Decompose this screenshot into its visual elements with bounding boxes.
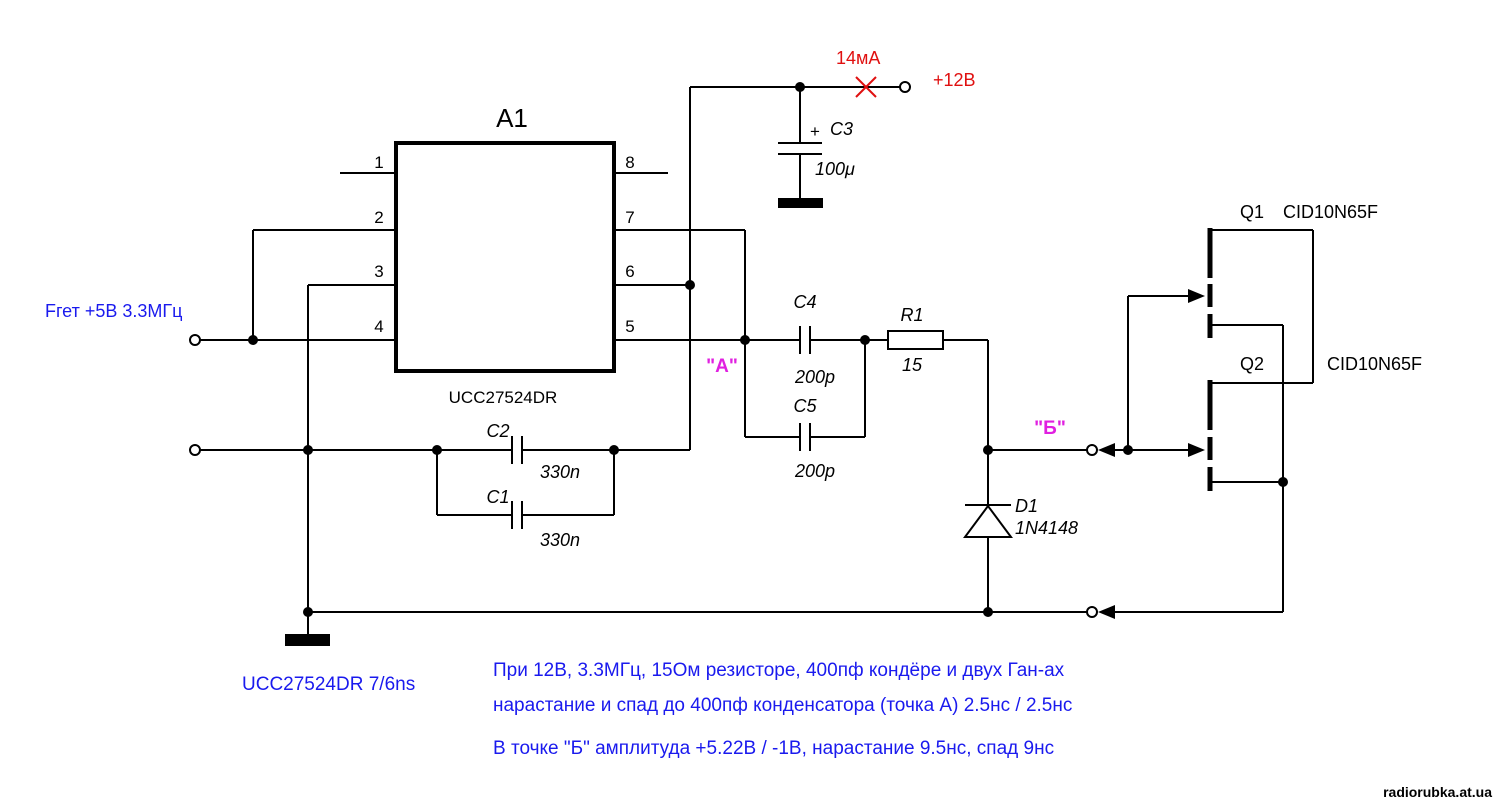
ic-body — [394, 141, 616, 373]
r1-ref-label: R1 — [900, 305, 923, 325]
ic-ref-label: A1 — [496, 103, 528, 133]
q1-ref-label: Q1 — [1240, 202, 1264, 222]
c2-value-label: 330n — [540, 462, 580, 482]
junction-c4-r1 — [860, 335, 870, 345]
junction-gnd-left — [303, 445, 313, 455]
current-break-mark-b — [855, 76, 877, 98]
gnd-terminal-left — [189, 444, 201, 456]
gate-terminal-arrow — [1098, 443, 1115, 457]
r1-body — [887, 330, 944, 350]
c1-ref-label: C1 — [486, 487, 509, 507]
source-return-terminal — [1086, 606, 1098, 618]
source-return-arrow — [1098, 605, 1115, 619]
q2-ref-label: Q2 — [1240, 354, 1264, 374]
gate-terminal — [1086, 444, 1098, 456]
driver-timing-note: UCC27524DR 7/6ns — [242, 674, 415, 695]
point-b-label: "Б" — [1034, 418, 1066, 439]
supply-terminal — [899, 81, 911, 93]
q1-gate-arrow — [1188, 289, 1205, 303]
c3-polarity-mark: + — [810, 122, 820, 141]
pin-number-1: 1 — [374, 153, 383, 172]
input-terminal — [189, 334, 201, 346]
pin-number-8: 8 — [625, 153, 634, 172]
pin-number-6: 6 — [625, 262, 634, 281]
ground-symbol — [285, 634, 330, 646]
ic-a1: A1 UCC27524DR 1 2 3 4 5 6 7 8 — [253, 103, 745, 407]
c5-ref-label: C5 — [793, 396, 817, 416]
diode-d1: D1 1N4148 — [963, 340, 1078, 612]
note-line-1: При 12В, 3.3МГц, 15Ом резисторе, 400пф к… — [493, 660, 1065, 681]
ic-part-label: UCC27524DR — [449, 388, 558, 407]
c3-ground-symbol — [778, 198, 823, 208]
c3-value-label: 100μ — [815, 159, 855, 179]
junction-pin6 — [685, 280, 695, 290]
q2-part-label: CID10N65F — [1327, 354, 1422, 374]
c4-value-label: 200p — [794, 367, 835, 387]
c2-ref-label: C2 — [486, 421, 509, 441]
c3-ref-label: C3 — [830, 119, 853, 139]
bypass-caps: C2 330n C1 330n — [200, 285, 690, 612]
pin-number-3: 3 — [374, 262, 383, 281]
input-section: Fгет +5В 3.3МГц — [45, 230, 396, 456]
supply-voltage-label: +12В — [933, 70, 976, 90]
q1-part-label: CID10N65F — [1283, 202, 1378, 222]
junction-point-a — [740, 335, 750, 345]
junction-input — [248, 335, 258, 345]
note-line-3: В точке "Б" амплитуда +5.22В / -1В, нара… — [493, 738, 1054, 759]
notes: UCC27524DR 7/6ns При 12В, 3.3МГц, 15Ом р… — [242, 660, 1072, 759]
pin-number-4: 4 — [374, 317, 383, 336]
d1-triangle — [963, 504, 1013, 538]
gate-section: "Б" — [988, 289, 1205, 457]
r1-value-label: 15 — [902, 355, 923, 375]
watermark: radiorubka.at.ua — [1383, 784, 1492, 800]
transistor-q1: Q1 CID10N65F — [1207, 202, 1378, 482]
note-line-2: нарастание и спад до 400пф конденсатора … — [493, 695, 1072, 716]
pin-number-2: 2 — [374, 208, 383, 227]
c1-value-label: 330n — [540, 530, 580, 550]
ground-rail — [285, 482, 1284, 646]
d1-ref-label: D1 — [1015, 496, 1038, 516]
point-a-label: "А" — [706, 356, 738, 377]
transistor-q2: Q2 CID10N65F — [1207, 354, 1422, 491]
d1-value-label: 1N4148 — [1015, 518, 1078, 538]
c5-value-label: 200p — [794, 461, 835, 481]
output-network: "А" C4 200p C5 200p R1 15 — [614, 230, 988, 481]
junction-q2-source — [1278, 477, 1288, 487]
supply-current-label: 14мА — [836, 48, 880, 68]
c4-ref-label: C4 — [793, 292, 816, 312]
q2-gate-arrow — [1188, 443, 1205, 457]
pin-number-7: 7 — [625, 208, 634, 227]
supply-section: 14мА +12В + C3 100μ — [685, 48, 976, 450]
input-label: Fгет +5В 3.3МГц — [45, 301, 182, 321]
pin-number-5: 5 — [625, 317, 634, 336]
